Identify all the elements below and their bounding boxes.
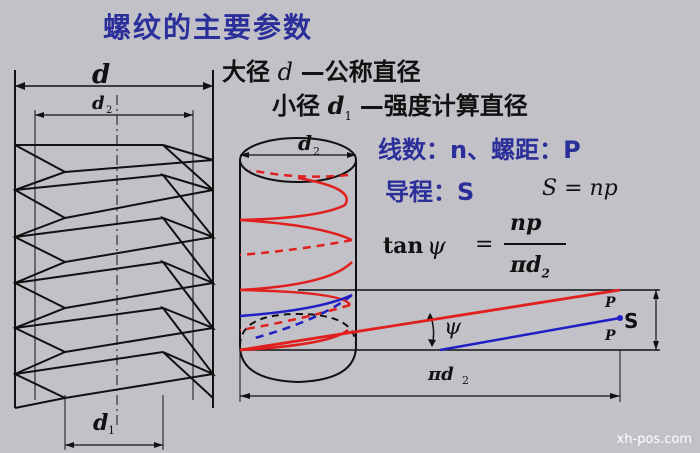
- blue-end-point: [617, 315, 623, 321]
- minor-diameter-line: 小径 d1 —强度计算直径: [272, 86, 528, 123]
- cyl-d2-label: d: [298, 131, 312, 155]
- fraction-bar: [504, 243, 566, 245]
- blue-helix: [239, 293, 621, 352]
- tan-psi: ψ: [427, 232, 446, 260]
- fraction-numerator: np: [510, 210, 542, 236]
- major-diameter-desc: —公称直径: [300, 58, 421, 86]
- page-title: 螺纹的主要参数: [103, 11, 314, 44]
- pi-d2-sub: 2: [462, 374, 469, 387]
- thread-profile: [12, 70, 217, 450]
- pitch-label-bottom: P: [604, 328, 616, 344]
- major-diameter-label: 大径: [222, 58, 270, 86]
- fraction-denominator: πd2: [510, 252, 550, 281]
- cyl-d2-sub: 2: [313, 145, 320, 158]
- minor-diameter-desc: —强度计算直径: [359, 92, 528, 120]
- lead-formula: S = np: [542, 176, 618, 201]
- lead-s-label: S: [624, 309, 638, 333]
- threads-line: 线数：n、螺距：P: [378, 136, 581, 164]
- fig-d2-label: d: [92, 93, 105, 114]
- pitch-label-top: P: [604, 295, 616, 311]
- fig-d1-sub: 1: [108, 424, 115, 437]
- minor-diameter-sub: 1: [344, 108, 353, 123]
- watermark: xh-pos.com: [616, 432, 693, 447]
- fig-d1-label: d: [93, 410, 108, 436]
- fig-d-label: d: [92, 60, 110, 90]
- tan-equals: =: [475, 232, 494, 257]
- major-diameter-line: 大径 d —公称直径: [222, 52, 421, 87]
- major-diameter-symbol: d: [277, 58, 294, 86]
- tan-label: tan: [383, 233, 424, 259]
- minor-diameter-symbol: d: [327, 91, 345, 120]
- red-helix: [239, 168, 621, 352]
- lead-line: 导程：S: [385, 178, 475, 206]
- minor-diameter-label: 小径: [272, 92, 320, 120]
- pi-d2-label: πd: [427, 364, 454, 385]
- angle-psi-label: ψ: [444, 315, 462, 340]
- fig-d2-sub: 2: [106, 105, 112, 116]
